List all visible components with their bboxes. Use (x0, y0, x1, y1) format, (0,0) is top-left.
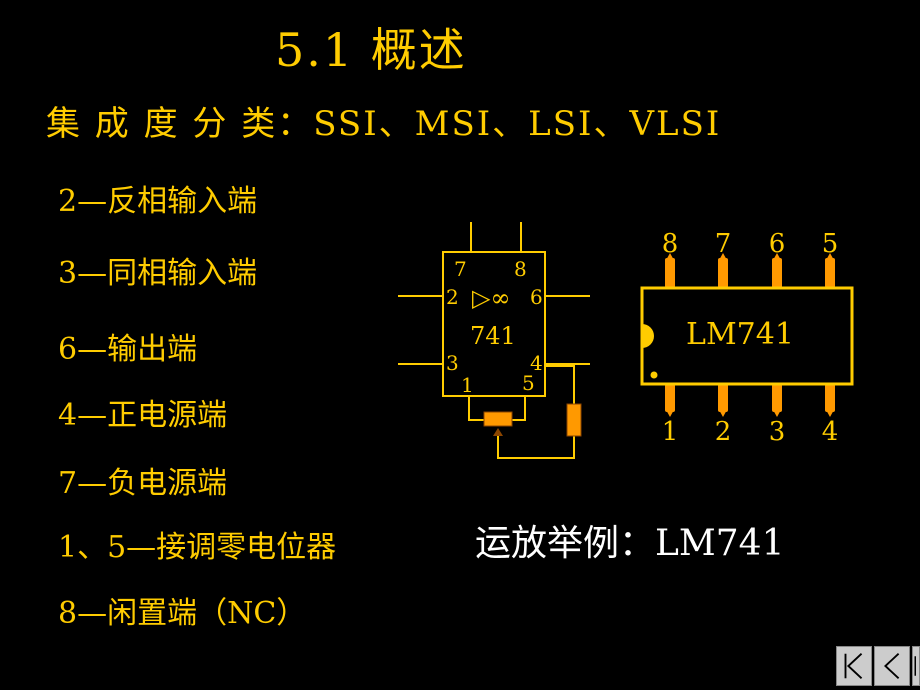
next-page-icon (914, 656, 916, 676)
symbol-label: 741 (470, 322, 516, 350)
pin-desc-2: 2—反相输入端 (58, 184, 258, 219)
first-page-icon (844, 653, 863, 679)
first-page-button[interactable] (836, 646, 872, 686)
package-pin-1: 1 (662, 417, 679, 447)
resistor-top-wire (545, 365, 575, 404)
package-pin-8: 8 (662, 229, 679, 259)
symbol-body (442, 251, 546, 397)
symbol-pin-6: 6 (530, 285, 543, 309)
prev-page-button[interactable] (874, 646, 910, 686)
symbol-pin-1: 1 (461, 373, 474, 397)
dip-package (640, 253, 854, 417)
pin-desc-8: 8—闲置端（NC） (58, 596, 307, 631)
package-pin-5: 5 (822, 229, 839, 259)
symbol-pin-3: 3 (446, 351, 459, 375)
pot-wiper-wire (497, 430, 575, 459)
prev-page-icon (884, 653, 900, 679)
pin1-dot-icon (650, 371, 658, 379)
symbol-pin-5: 5 (522, 371, 535, 395)
symbol-pin-8: 8 (514, 257, 527, 281)
pin-desc-7: 7—负电源端 (58, 466, 228, 501)
pin-desc-6: 6—输出端 (58, 332, 198, 367)
amplifier-triangle-icon: ▷∞ (472, 284, 510, 312)
package-pin-6: 6 (769, 229, 786, 259)
top-pin-leads (665, 253, 835, 288)
resistor-icon (566, 403, 582, 437)
pin-desc-4: 4—正电源端 (58, 398, 228, 433)
pot-wiper-arrow-icon (493, 428, 503, 436)
package-pin-3: 3 (769, 417, 786, 447)
potentiometer-icon (483, 411, 513, 427)
op-amp-symbol (398, 222, 590, 459)
package-label: LM741 (686, 317, 794, 352)
bottom-pin-leads (665, 384, 835, 417)
pin-desc-3: 3—同相输入端 (58, 256, 258, 291)
package-pin-7: 7 (715, 229, 732, 259)
op-amp-example: 运放举例：LM741 (475, 523, 785, 564)
package-notch-icon (642, 324, 654, 348)
symbol-pin-4: 4 (530, 351, 543, 375)
pot-left-wire (468, 396, 484, 421)
pot-right-wire (512, 396, 526, 421)
slide-title: 5.1 概述 (275, 23, 467, 77)
slide-subtitle: 集 成 度 分 类：SSI、MSI、LSI、VLSI (46, 104, 722, 144)
symbol-pin-2: 2 (446, 285, 459, 309)
package-pin-4: 4 (822, 417, 839, 447)
package-pin-2: 2 (715, 417, 732, 447)
pin-desc-1-5: 1、5—接调零电位器 (58, 530, 337, 565)
symbol-pin-7: 7 (454, 257, 467, 281)
next-page-button[interactable] (912, 646, 920, 686)
